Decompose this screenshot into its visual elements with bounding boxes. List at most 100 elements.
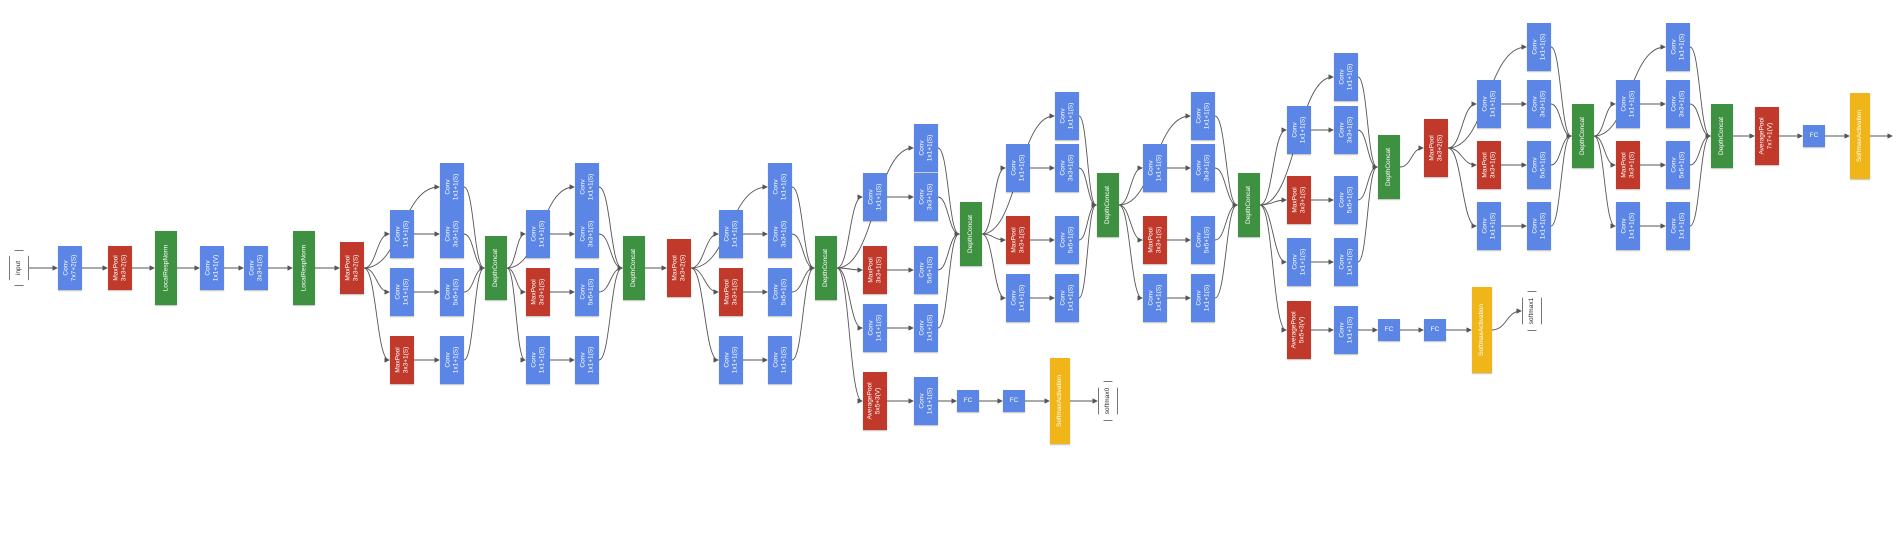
node-label: Conv 1x1+1(S) xyxy=(723,346,738,374)
node-label: Conv 1x1+1(S) xyxy=(772,346,787,374)
edge-arrow xyxy=(598,265,623,361)
conv-node: Conv 3x3+1(S) xyxy=(914,173,938,221)
node-label: Conv 1x1+1(S) xyxy=(1620,212,1635,240)
conv-node: Conv 1x1+1(S) xyxy=(719,210,743,258)
node-label: SoftmaxActivation xyxy=(1056,374,1063,428)
node-label: Conv 3x3+1(S) xyxy=(579,220,594,248)
conv-node: Conv 1x1+1(S) xyxy=(526,210,550,258)
edge-arrow xyxy=(1259,127,1287,206)
conv-node: Conv 1x1+1(S) xyxy=(1334,53,1358,101)
edge-arrow xyxy=(1357,76,1378,170)
node-label: MaxPool 3x3+1(S) xyxy=(1010,226,1025,254)
edge-arrow xyxy=(1214,115,1238,208)
node-label: MaxPool 3x3+2(S) xyxy=(1428,134,1443,162)
node-label: MaxPool 3x3+1(S) xyxy=(1620,151,1635,179)
conv-node: Conv 1x1+1(S) xyxy=(914,377,938,425)
node-label: Conv 1x1+1(S) xyxy=(1291,116,1306,144)
node-label: Conv 3x3+1(S) xyxy=(772,220,787,248)
edge-arrow xyxy=(836,267,863,331)
fc-node: FC xyxy=(1003,390,1025,412)
edge-arrow xyxy=(363,231,390,269)
edge-arrow xyxy=(1593,135,1616,229)
node-label: Conv 5x5+1(S) xyxy=(444,278,459,306)
conv-node: Conv 5x5+1(S) xyxy=(1191,216,1215,264)
fc-node: FC xyxy=(1378,319,1400,341)
conv-node: Conv 1x1+1(S) xyxy=(863,173,887,221)
node-label: Conv 1x1+1(S) xyxy=(1481,212,1496,240)
node-label: Conv 1x1+1(S) xyxy=(772,173,787,201)
conv-node: Conv 7x7+2(S) xyxy=(58,246,82,290)
conv-node: Conv 1x1+1(S) xyxy=(1616,202,1640,250)
conv-node: Conv 1x1+1(S) xyxy=(1143,274,1167,322)
node-label: Conv 1x1+1(S) xyxy=(1059,284,1074,312)
conv-node: Conv 3x3+1(S) xyxy=(1666,80,1690,128)
node-label: Conv 1x1+1(S) xyxy=(1481,90,1496,118)
conv-node: Conv 1x1+1(S) xyxy=(914,124,938,172)
conv-node: Conv 1x1+1(S) xyxy=(1006,274,1030,322)
conv-node: Conv 1x1+1(S) xyxy=(1191,92,1215,140)
conv-node: Conv 1x1+1(S) xyxy=(390,210,414,258)
conv-node: Conv 3x3+1(S) xyxy=(440,210,464,258)
input-node: input xyxy=(9,250,29,286)
node-label: DepthConcat xyxy=(1579,117,1587,155)
conv-node: Conv 1x1+1(S) xyxy=(1527,23,1551,71)
conv-node: Conv 3x3+1(S) xyxy=(575,210,599,258)
node-label: LocalRespNorm xyxy=(162,244,170,292)
conv-node: Conv 1x1+1(S) xyxy=(1191,274,1215,322)
node-label: Conv 3x3+1(S) xyxy=(918,183,933,211)
conv-node: Conv 1x1+1(S) xyxy=(526,336,550,384)
edge-arrow xyxy=(1118,204,1143,243)
conv-node: Conv 3x3+1(S) xyxy=(244,246,268,290)
node-label: DepthConcat xyxy=(1245,186,1253,224)
maxpool-node: MaxPool 3x3+1(S) xyxy=(719,268,743,316)
conv-node: Conv 5x5+1(S) xyxy=(1334,176,1358,224)
node-label: MaxPool 3x3+1(S) xyxy=(1481,151,1496,179)
edge-arrow xyxy=(1593,101,1616,137)
node-label: Conv 3x3+1(S) xyxy=(248,254,263,282)
node-label: DepthConcat xyxy=(630,249,638,287)
edge-arrow xyxy=(981,233,1006,301)
edge-arrow xyxy=(690,267,719,363)
node-label: Conv 1x1+1(S) xyxy=(1059,102,1074,130)
depthconcat-node: DepthConcat xyxy=(1238,173,1260,237)
softmax-output-node: softmax0 xyxy=(1098,381,1118,421)
edge-arrow xyxy=(981,165,1006,235)
maxpool-node: MaxPool 3x3+2(S) xyxy=(1424,119,1448,177)
node-label: Conv 1x1+1(S) xyxy=(579,173,594,201)
node-label: Conv 1x1+1(S) xyxy=(444,346,459,374)
edge-arrow xyxy=(1550,46,1572,139)
softmax-activation-node: SoftmaxActivation xyxy=(1472,287,1492,373)
maxpool-node: MaxPool 3x3+1(S) xyxy=(1477,141,1501,189)
edge-arrow xyxy=(981,233,1006,243)
maxpool-node: MaxPool 3x3+1(S) xyxy=(1143,216,1167,264)
node-label: Conv 1x1+1(S) xyxy=(1338,248,1353,276)
node-label: LocalRespNorm xyxy=(300,244,308,292)
node-label: Conv 1x1+1(S) xyxy=(394,278,409,306)
edge-arrow xyxy=(836,267,863,404)
edge-arrow xyxy=(836,194,863,269)
node-label: input xyxy=(14,260,22,276)
edge-arrow xyxy=(836,267,863,273)
depthconcat-node: DepthConcat xyxy=(1572,104,1594,168)
node-label: Conv 3x3+1(S) xyxy=(1670,90,1685,118)
node-label: Conv 1x1+1(S) xyxy=(530,220,545,248)
maxpool-node: MaxPool 3x3+2(S) xyxy=(108,246,132,290)
node-label: Conv 1x1+1(S) xyxy=(918,314,933,342)
conv-node: Conv 1x1+1(V) xyxy=(200,246,224,290)
node-label: DepthConcat xyxy=(1104,186,1112,224)
node-label: Conv 1x1+1(S) xyxy=(723,220,738,248)
edge-arrow xyxy=(1357,164,1378,263)
node-label: Conv 1x1+1(S) xyxy=(1338,63,1353,91)
depthconcat-node: DepthConcat xyxy=(485,236,507,300)
edge-arrow xyxy=(1118,165,1143,206)
conv-node: Conv 1x1+1(S) xyxy=(863,304,887,352)
node-label: Conv 1x1+1(S) xyxy=(1338,316,1353,344)
maxpool-node: MaxPool 3x3+1(S) xyxy=(1006,216,1030,264)
node-label: Conv 5x5+1(S) xyxy=(1531,151,1546,179)
edge-arrow xyxy=(1491,308,1522,331)
conv-node: Conv 1x1+1(S) xyxy=(1477,202,1501,250)
edge-arrow xyxy=(690,231,719,269)
conv-node: Conv 1x1+1(S) xyxy=(1527,202,1551,250)
